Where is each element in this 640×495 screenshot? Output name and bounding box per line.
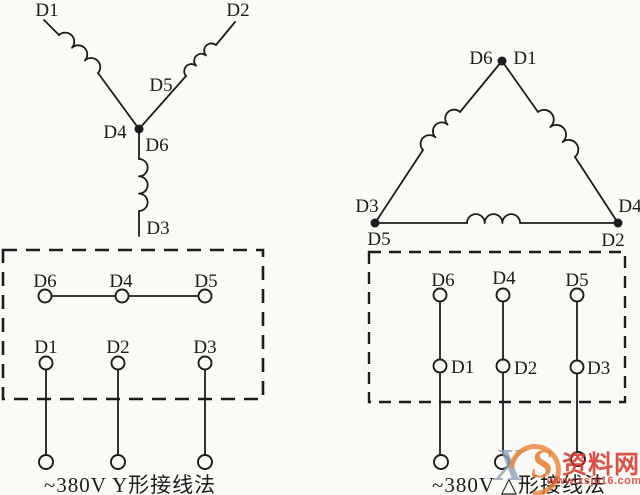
delta-left-side-upper-line	[459, 60, 503, 113]
delta-bottom-left-junction-dot	[370, 218, 380, 228]
watermark-site-name: 资料网	[562, 452, 640, 479]
star-supply-terminal-2	[110, 454, 126, 470]
delta-right-winding-coil	[537, 109, 580, 158]
star-label-d4: D4	[103, 122, 127, 143]
delta-box-terminal-d1	[432, 358, 448, 374]
delta-left-side-lower-line	[374, 149, 424, 224]
watermark-site-url: www.xsj616.com	[547, 475, 640, 487]
delta-supply-terminal-2	[494, 454, 510, 470]
star-d1-inner-line	[97, 72, 140, 130]
star-connection-diagram: D1 D2 D5 D4 D6 D3	[35, 0, 249, 239]
star-label-d1: D1	[35, 0, 58, 21]
star-box-terminal-d4	[114, 288, 130, 304]
star-box-label-d4: D4	[109, 271, 133, 292]
star-supply-terminal-1	[38, 454, 54, 470]
star-terminal-box: D6 D4 D5 D1 D2 D3 ~380V Y形接线法	[1, 248, 265, 495]
star-terminal-box-outline	[1, 248, 265, 401]
delta-box-terminal-d2	[495, 358, 511, 374]
delta-supply-terminal-1	[433, 454, 449, 470]
delta-bottom-right-junction-dot	[613, 218, 623, 228]
delta-label-d4: D4	[618, 196, 640, 217]
watermark-logo-x: X	[494, 439, 525, 490]
delta-bottom-winding-coil	[466, 213, 521, 224]
delta-right-side-upper-line	[501, 60, 539, 113]
delta-box-terminal-d4	[495, 287, 511, 303]
star-box-terminal-d3	[197, 355, 213, 371]
star-d1-winding-coil	[58, 31, 102, 74]
star-d2-inner-line	[138, 75, 187, 130]
delta-box-terminal-d3	[569, 359, 585, 375]
delta-label-d2: D2	[601, 230, 624, 251]
watermark: X S 资料网 www.xsj616.com	[478, 433, 640, 495]
watermark-logo-s: S	[531, 441, 554, 486]
delta-terminal-box: D6 D4 D5 D1 D2 D3 ~380V △形接线法	[367, 250, 627, 495]
star-box-label-d5: D5	[194, 271, 217, 292]
delta-box-label-d4: D4	[492, 268, 516, 289]
star-box-label-d2: D2	[106, 337, 129, 358]
delta-box-label-d2: D2	[514, 358, 537, 379]
star-label-d2: D2	[226, 0, 249, 21]
star-box-terminal-d5	[197, 288, 213, 304]
delta-apex-junction-dot	[497, 56, 507, 66]
star-neutral-junction-dot	[134, 124, 144, 134]
delta-label-d1: D1	[513, 48, 536, 69]
star-caption: ~380V Y形接线法	[44, 473, 216, 495]
star-box-label-d1: D1	[34, 337, 57, 358]
star-box-terminal-d6	[37, 288, 53, 304]
star-d2-lead-line	[215, 21, 236, 46]
star-label-d3: D3	[146, 218, 169, 239]
delta-box-label-d3: D3	[587, 358, 610, 379]
star-d2-winding-coil	[183, 42, 217, 77]
star-box-label-d6: D6	[33, 271, 56, 292]
delta-box-label-d5: D5	[565, 270, 588, 291]
delta-label-d3: D3	[355, 196, 378, 217]
delta-box-label-d6: D6	[431, 270, 454, 291]
star-label-d5: D5	[149, 75, 172, 96]
delta-label-d6: D6	[469, 48, 492, 69]
star-label-d6: D6	[145, 135, 168, 156]
delta-connection-diagram: D6 D1 D3 D5 D4 D2	[355, 48, 640, 251]
delta-supply-terminal-3	[570, 451, 586, 467]
star-box-label-d3: D3	[193, 337, 216, 358]
delta-label-d5: D5	[367, 229, 390, 250]
star-d1-lead-line	[43, 19, 60, 36]
star-d3-winding-coil	[138, 158, 149, 212]
star-supply-terminal-3	[197, 454, 213, 470]
star-box-terminal-d1	[38, 355, 54, 371]
delta-box-label-d1: D1	[451, 357, 474, 378]
delta-left-winding-coil	[419, 108, 461, 151]
delta-terminal-box-outline	[367, 250, 627, 404]
delta-caption: ~380V △形接线法	[432, 473, 606, 495]
delta-right-side-lower-line	[574, 156, 619, 224]
star-box-terminal-d2	[110, 355, 126, 371]
